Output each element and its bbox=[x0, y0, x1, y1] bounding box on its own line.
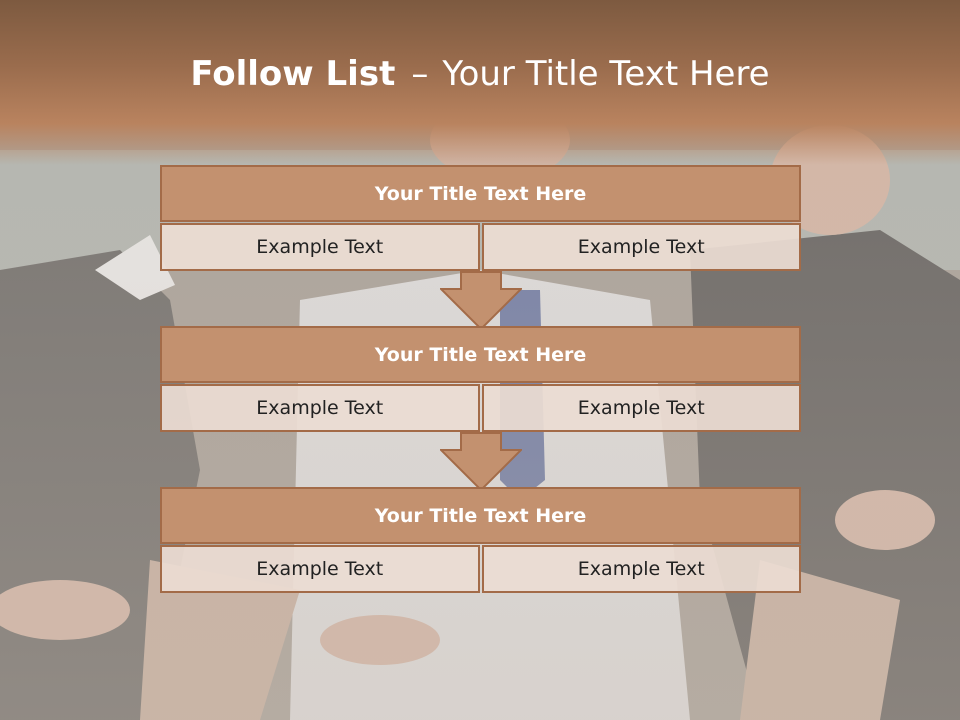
down-arrow-icon bbox=[440, 271, 522, 331]
list-block-1: Your Title Text Here Example Text Exampl… bbox=[160, 165, 801, 271]
block-cell-left: Example Text bbox=[160, 223, 480, 271]
slide-title: Follow List–Your Title Text Here bbox=[0, 54, 960, 94]
block-heading: Your Title Text Here bbox=[160, 326, 801, 383]
down-arrow-icon bbox=[440, 432, 522, 492]
block-cell-left: Example Text bbox=[160, 545, 480, 593]
block-cell-right: Example Text bbox=[481, 384, 801, 432]
title-rest: Your Title Text Here bbox=[442, 54, 770, 94]
block-heading: Your Title Text Here bbox=[160, 487, 801, 544]
title-dash: – bbox=[411, 54, 429, 94]
block-cell-right: Example Text bbox=[481, 545, 801, 593]
block-cell-right: Example Text bbox=[481, 223, 801, 271]
block-cell-left: Example Text bbox=[160, 384, 480, 432]
header-band bbox=[0, 0, 960, 165]
list-block-2: Your Title Text Here Example Text Exampl… bbox=[160, 326, 801, 432]
block-heading: Your Title Text Here bbox=[160, 165, 801, 222]
block-row: Example Text Example Text bbox=[160, 223, 801, 271]
block-row: Example Text Example Text bbox=[160, 545, 801, 593]
title-bold: Follow List bbox=[190, 54, 396, 94]
block-row: Example Text Example Text bbox=[160, 384, 801, 432]
list-block-3: Your Title Text Here Example Text Exampl… bbox=[160, 487, 801, 593]
